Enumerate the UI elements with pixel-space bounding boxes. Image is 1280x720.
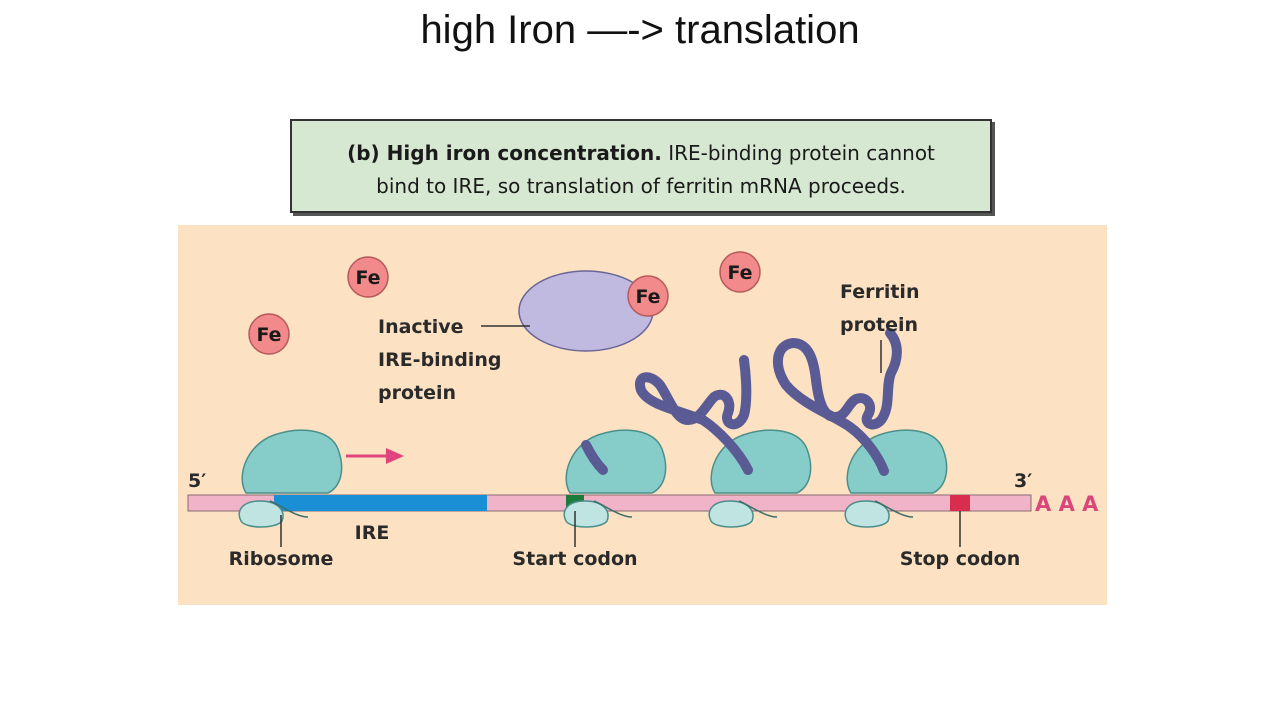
translation-direction-arrow bbox=[346, 448, 404, 464]
three-prime-label: 3′ bbox=[1014, 470, 1032, 492]
ribosome-1 bbox=[238, 429, 343, 528]
ire-segment bbox=[274, 495, 487, 511]
ferritin-chain-1 bbox=[635, 355, 753, 475]
caption-bold: (b) High iron concentration. bbox=[347, 141, 662, 165]
stop-codon-mark bbox=[950, 495, 970, 511]
fe-ion-1: Fe bbox=[347, 256, 389, 298]
caption-line-1-rest: IRE-binding protein cannot bbox=[661, 141, 935, 165]
stop-codon-label: Stop codon bbox=[900, 548, 1021, 570]
caption-line-2: bind to IRE, so translation of ferritin … bbox=[376, 174, 906, 198]
start-codon-label: Start codon bbox=[512, 548, 637, 570]
fe-ion-4-label: Fe bbox=[727, 262, 752, 284]
inactive-label-line-1: Inactive bbox=[378, 316, 464, 338]
ferritin-label-line-1: Ferritin bbox=[840, 281, 919, 303]
poly-a-tail: A A A bbox=[1035, 492, 1099, 516]
ribosome-label: Ribosome bbox=[229, 548, 334, 570]
inactive-label-line-2: IRE-binding bbox=[378, 349, 501, 371]
fe-ion-3: Fe bbox=[627, 275, 669, 317]
fe-ion-3-label: Fe bbox=[635, 286, 660, 308]
ribosome-2 bbox=[563, 429, 667, 528]
fe-ion-1-label: Fe bbox=[355, 267, 380, 289]
ribosome-4 bbox=[844, 429, 948, 528]
fe-ion-2-label: Fe bbox=[256, 324, 281, 346]
ferritin-label-line-2: protein bbox=[840, 314, 918, 336]
inactive-label-line-3: protein bbox=[378, 382, 456, 404]
caption-line-1: (b) High iron concentration. IRE-binding… bbox=[292, 137, 990, 170]
ire-label: IRE bbox=[355, 522, 390, 544]
fe-ion-4: Fe bbox=[719, 251, 761, 293]
ferritin-chain-short bbox=[581, 440, 608, 475]
caption-box: (b) High iron concentration. IRE-binding… bbox=[290, 119, 992, 213]
five-prime-label: 5′ bbox=[188, 470, 206, 492]
fe-ion-2: Fe bbox=[248, 313, 290, 355]
diagram-svg: Fe Fe Fe Fe Inactive IRE-binding protein… bbox=[187, 251, 1099, 570]
slide-title: high Iron —-> translation bbox=[420, 8, 860, 52]
diagram-panel: Fe Fe Fe Fe Inactive IRE-binding protein… bbox=[178, 225, 1107, 605]
ferritin-chain-2 bbox=[773, 328, 902, 476]
